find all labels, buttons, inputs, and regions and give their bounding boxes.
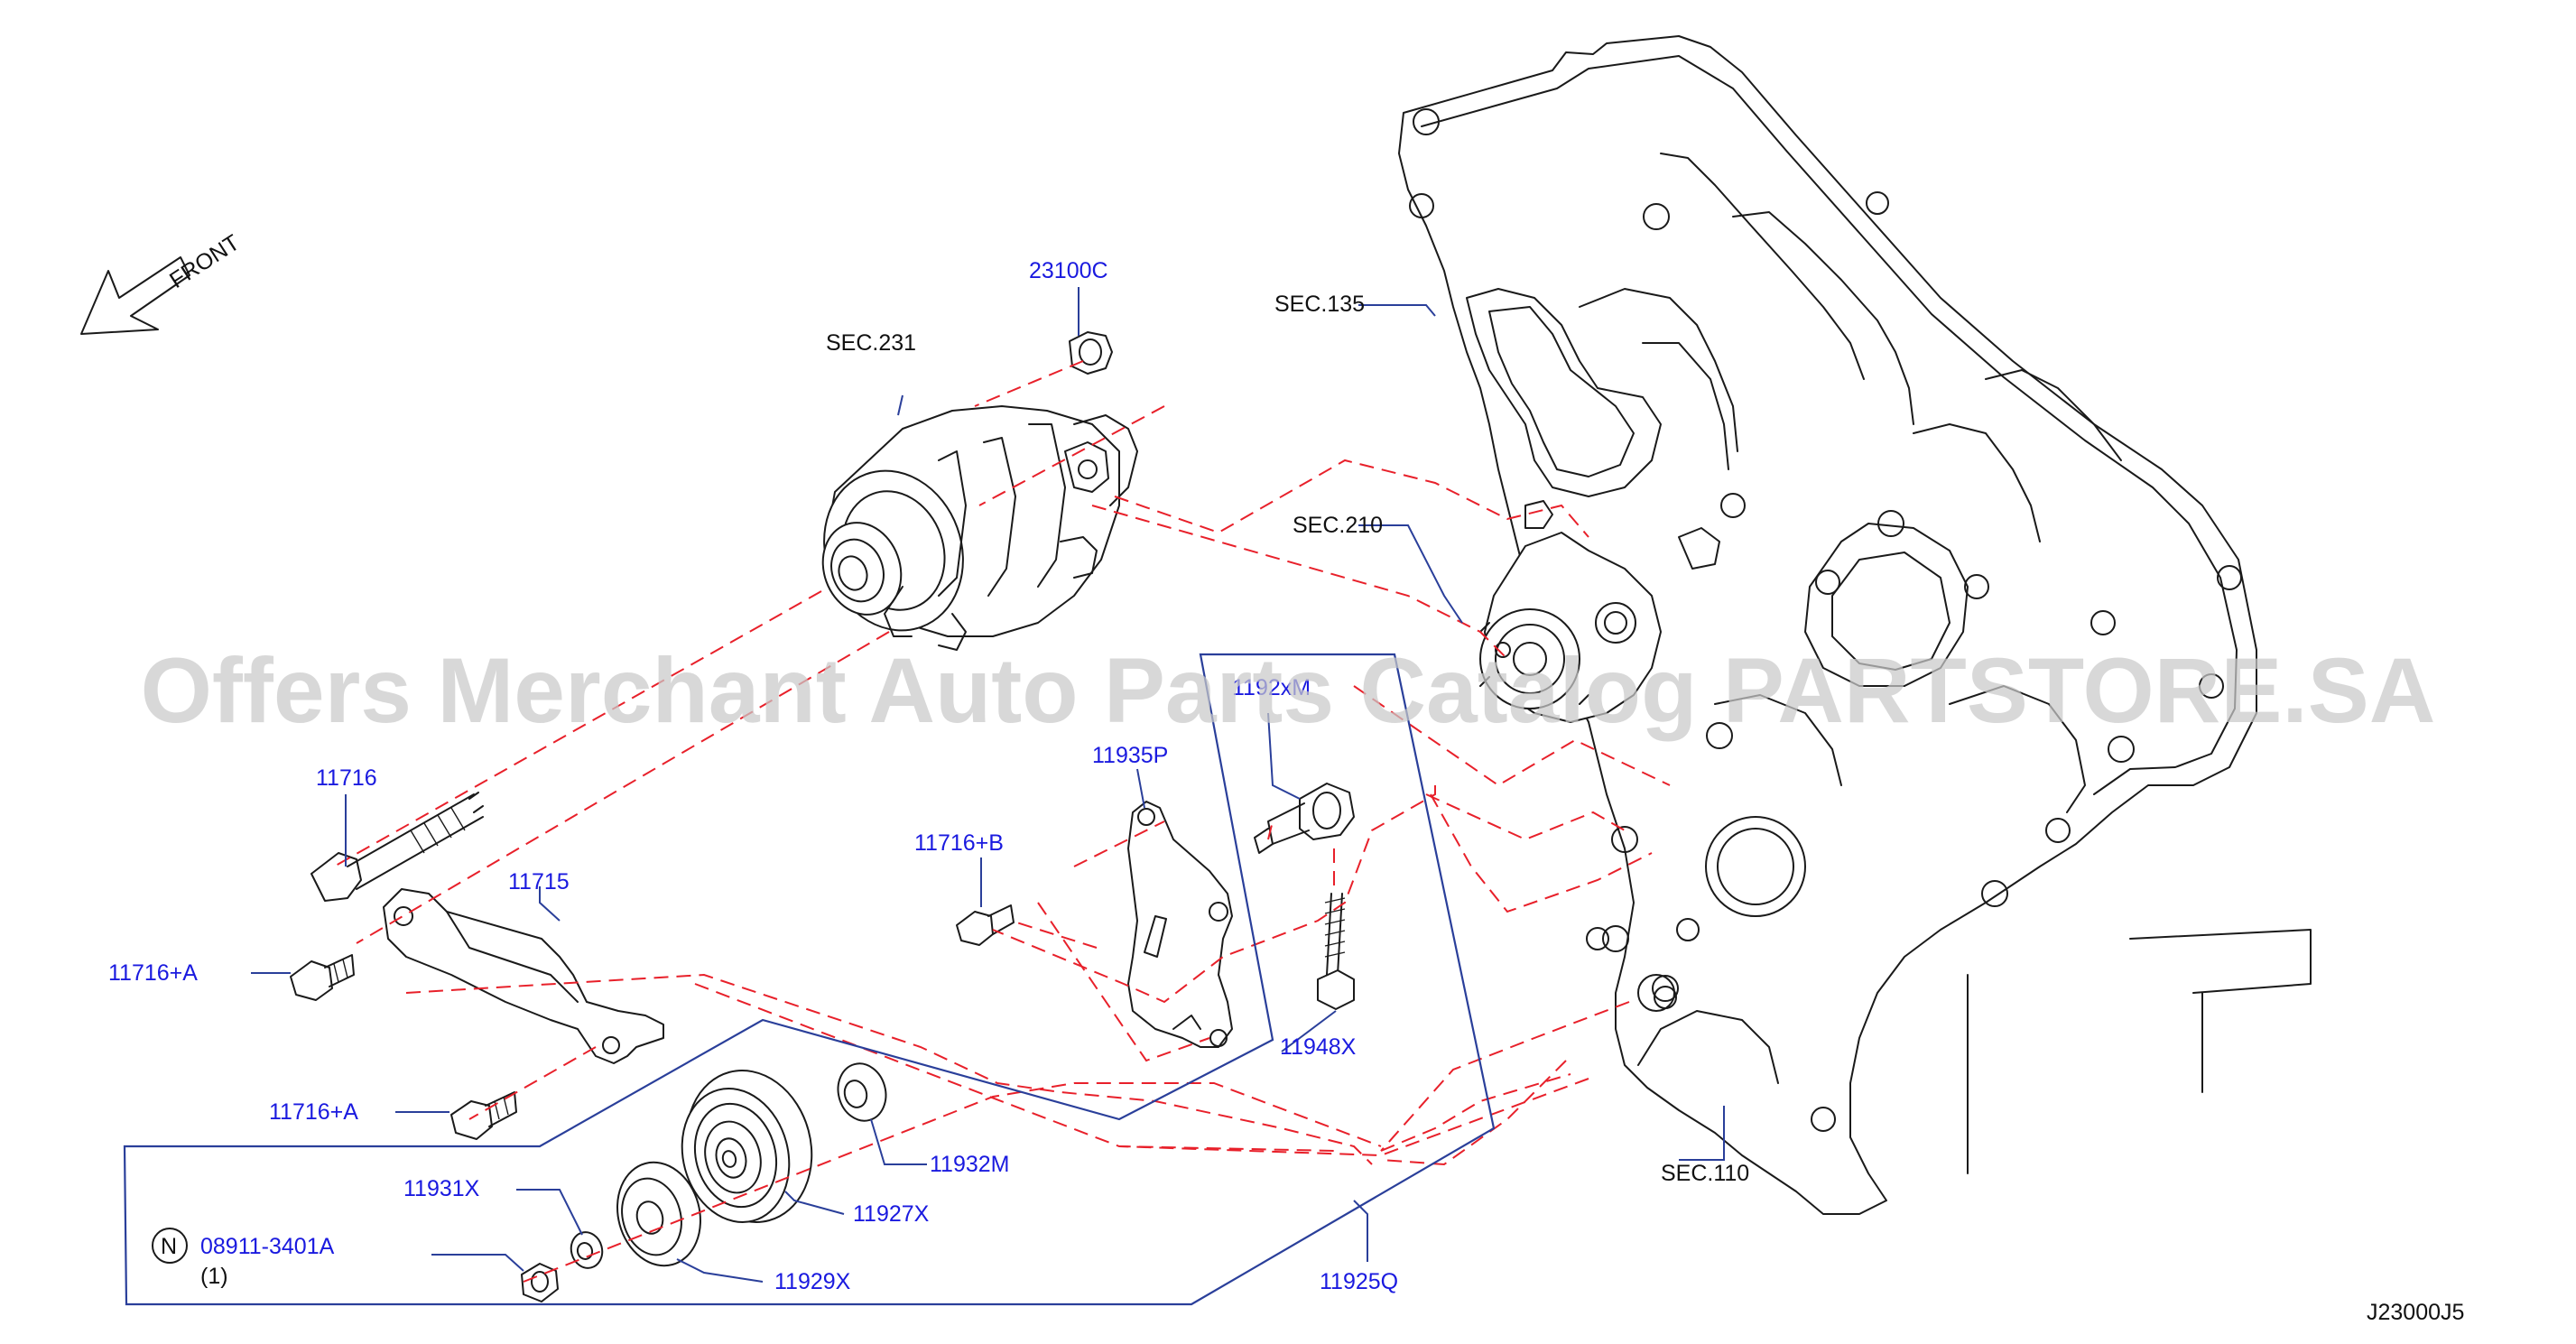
engine-front-cover — [1398, 35, 2312, 1215]
bolt-11716A-upper — [290, 954, 355, 1001]
diagram-code: J23000J5 — [2367, 1300, 2464, 1325]
part-11932M-label[interactable]: 11932M — [930, 1152, 1010, 1177]
washer-11931X — [570, 1231, 604, 1269]
part-23100C-label[interactable]: 23100C — [1029, 258, 1108, 283]
bracket-11715 — [383, 888, 664, 1064]
part-11716-label[interactable]: 11716 — [316, 765, 377, 791]
note-badge-circle — [152, 1228, 188, 1264]
front-label: FRONT — [165, 230, 244, 293]
part-11948X-label[interactable]: 11948X — [1280, 1034, 1357, 1060]
stud-1192xM — [1254, 783, 1355, 854]
pulley-11929X — [616, 1161, 701, 1267]
nut-23100C — [1069, 331, 1113, 375]
sec-135-label[interactable]: SEC.135 — [1274, 292, 1365, 317]
assembly-outline-11925Q — [123, 653, 1496, 1306]
part-11927X-label[interactable]: 11927X — [853, 1201, 930, 1227]
part-11715-label[interactable]: 11715 — [508, 869, 570, 894]
sec-231-label[interactable]: SEC.231 — [826, 330, 916, 356]
part-1192xM-label[interactable]: 1192xM — [1232, 675, 1311, 700]
bolt-11716 — [310, 792, 484, 902]
part-11929X-label[interactable]: 11929X — [774, 1269, 851, 1294]
spacer-11932M — [837, 1062, 887, 1122]
watermark-text: Offers Merchant Auto Parts Catalog PARTS… — [141, 639, 2436, 742]
leader-lines — [251, 287, 1725, 1283]
bolt-11948X — [1317, 893, 1355, 1010]
note-badge: N — [161, 1234, 177, 1259]
water-pump — [1479, 500, 1720, 723]
part-11935P-label[interactable]: 11935P — [1092, 743, 1168, 768]
bracket-11935P — [1127, 801, 1233, 1048]
part-11716B-label[interactable]: 11716+B — [914, 830, 1004, 856]
sec-210-label[interactable]: SEC.210 — [1293, 513, 1383, 538]
part-11925Q-label[interactable]: 11925Q — [1320, 1269, 1398, 1294]
idler-pulley-11927X — [681, 1070, 813, 1223]
part-11716A-label-1[interactable]: 11716+A — [108, 960, 198, 986]
bolt-11716B — [956, 904, 1015, 946]
nut-08911-3401A — [521, 1263, 559, 1302]
part-11716A-label-2[interactable]: 11716+A — [269, 1099, 358, 1125]
bolt-11716A-lower — [450, 1091, 517, 1140]
assembly-phantom-lines — [333, 360, 1671, 1283]
sec-110-label[interactable]: SEC.110 — [1661, 1161, 1749, 1186]
front-direction-arrow: FRONT — [80, 230, 244, 335]
quantity-note: (1) — [200, 1264, 228, 1289]
alternator — [821, 405, 1138, 651]
part-08911-3401A-label[interactable]: 08911-3401A — [200, 1234, 335, 1259]
note-08911-3401A: N 08911-3401A (1) — [152, 1228, 335, 1289]
part-11931X-label[interactable]: 11931X — [403, 1176, 480, 1201]
